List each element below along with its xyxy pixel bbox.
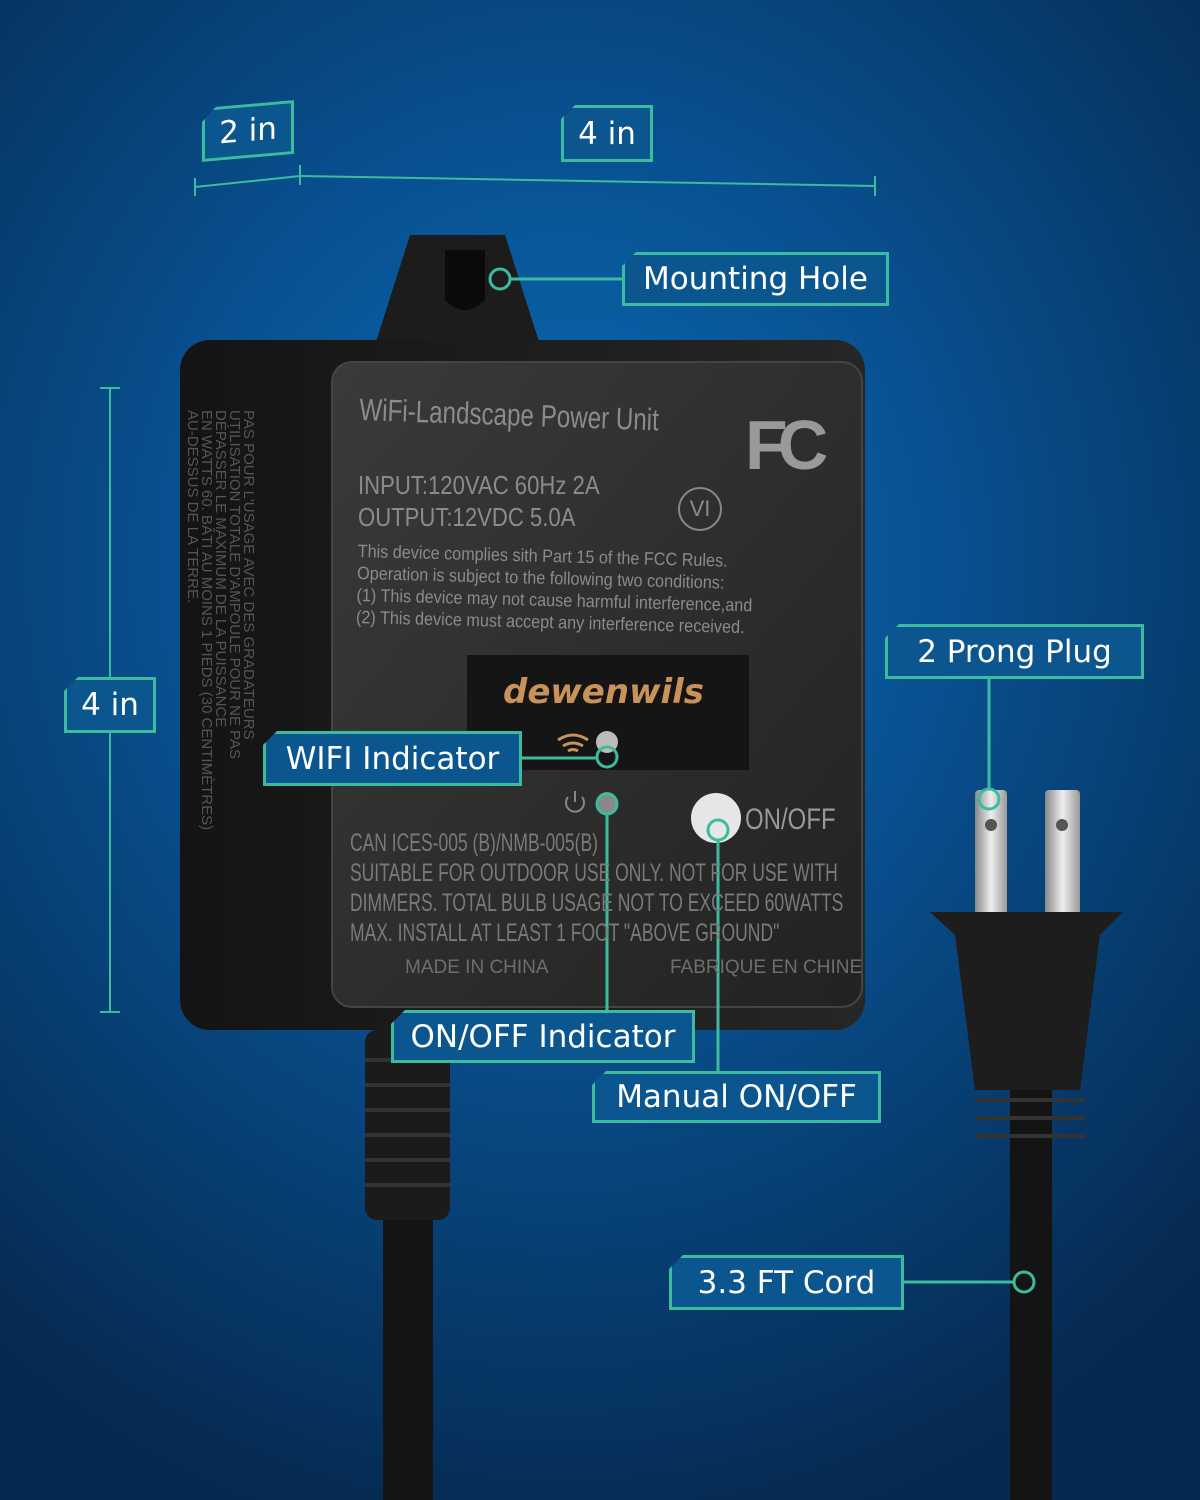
made-in-china: MADE IN CHINA (405, 957, 549, 978)
device-output: OUTPUT:12VDC 5.0A (358, 502, 576, 532)
regulatory-line: MAX. INSTALL AT LEAST 1 FOOT "ABOVE GROU… (350, 919, 780, 947)
unit-cord (365, 1030, 450, 1500)
prong-plug-label: 2 Prong Plug (885, 624, 1144, 679)
regulatory-line: CAN ICES-005 (B)/NMB-005(B) (350, 829, 598, 857)
side-line: AU-DESSUS DE LA TERRE. (184, 410, 201, 604)
device-input: INPUT:120VAC 60Hz 2A (358, 470, 600, 500)
wifi-indicator-label: WIFI Indicator (263, 731, 522, 786)
power-icon (565, 791, 585, 813)
vi-mark: VI (678, 487, 722, 531)
side-line: EN WATTS 60. BÂTI AU MOINS 1 PIEDS (30 C… (198, 410, 215, 831)
regulatory-text: CAN ICES-005 (B)/NMB-005(B) SUITABLE FOR… (350, 828, 843, 948)
onoff-button-label: ON/OFF (745, 803, 836, 836)
regulatory-line: SUITABLE FOR OUTDOOR USE ONLY. NOT FOR U… (350, 859, 838, 887)
manual-onoff-label: Manual ON/OFF (592, 1071, 881, 1123)
leader-lines (488, 267, 1036, 1294)
mounting-hole-label: Mounting Hole (622, 252, 889, 306)
wifi-icon (557, 733, 589, 753)
cord-length-label: 3.3 FT Cord (669, 1255, 904, 1310)
fcc-logo: FC (745, 406, 828, 484)
side-text: PAS POUR L'USAGE AVEC DES GRADATEURS UTI… (184, 410, 257, 831)
width-dimension-label: 4 in (561, 105, 653, 162)
side-line: DÉPASSER LE MAXIMUM DE LA PUISSANCE (212, 410, 229, 728)
side-line: UTILISATION TOTALE D'AMPOULE POUR NE PAS (226, 410, 243, 760)
height-dimension-label: 4 in (64, 677, 156, 733)
fcc-statement: This device complies sith Part 15 of the… (356, 540, 754, 638)
side-line: PAS POUR L'USAGE AVEC DES GRADATEURS (240, 410, 257, 740)
fabrique-en-chine: FABRIQUE EN CHINE (670, 957, 863, 978)
plug (930, 790, 1123, 1500)
brand-logo: dewenwils (503, 672, 705, 712)
onoff-indicator-label: ON/OFF Indicator (391, 1010, 695, 1063)
mounting-hole (445, 250, 485, 310)
regulatory-line: DIMMERS. TOTAL BULB USAGE NOT TO EXCEED … (350, 889, 844, 917)
depth-dimension-label: 2 in (202, 100, 294, 162)
